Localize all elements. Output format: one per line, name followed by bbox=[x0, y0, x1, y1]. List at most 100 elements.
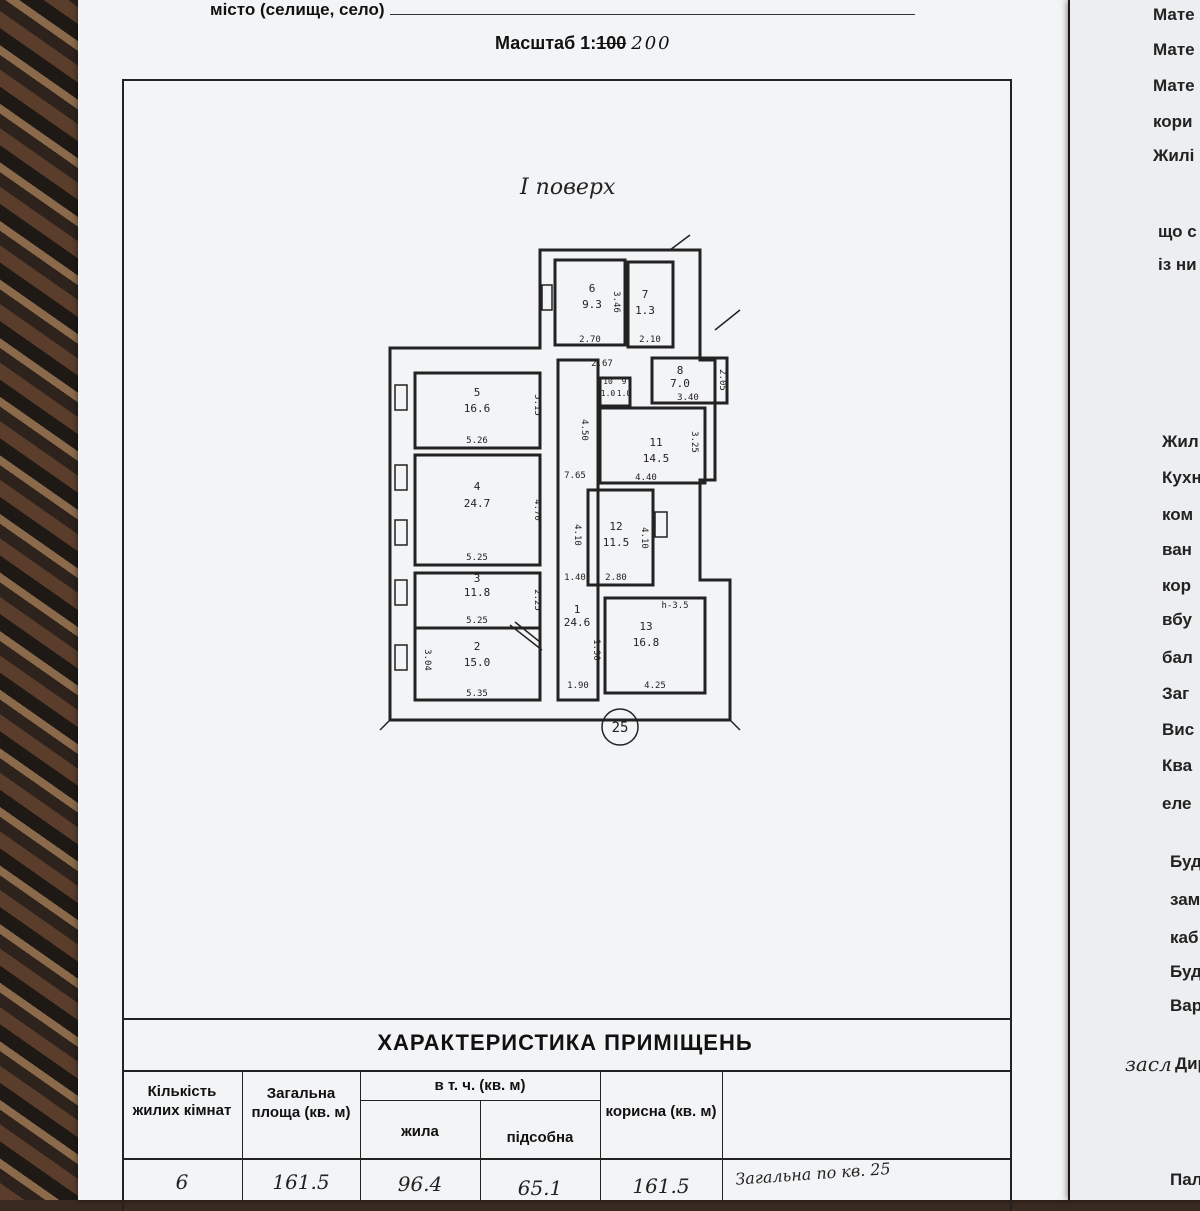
dim-label: 5.15 bbox=[532, 394, 542, 416]
cell-total: 161.5 bbox=[272, 1170, 330, 1194]
room-7-number: 7 bbox=[642, 288, 649, 301]
room-11-number: 11 bbox=[649, 436, 662, 449]
room-2-number: 2 bbox=[474, 640, 481, 653]
adjacent-sheet-line: Мате bbox=[1153, 5, 1195, 24]
dim-label: 4.10 bbox=[639, 527, 649, 549]
room-1-number: 1 bbox=[574, 603, 581, 616]
room-12-number: 12 bbox=[609, 520, 622, 533]
adjacent-sheet-line: Буд bbox=[1170, 962, 1200, 981]
room-5-number: 5 bbox=[474, 386, 481, 399]
cell-useful: 161.5 bbox=[632, 1174, 690, 1198]
dim-label: 3.25 bbox=[689, 431, 699, 453]
adjacent-sheet-line: Вар bbox=[1170, 996, 1200, 1015]
room-2-area: 15.0 bbox=[464, 656, 491, 669]
dim-label: 2.10 bbox=[639, 335, 661, 345]
floor-plan: 5 16.6 4 24.7 3 11.8 2 15.0 1 24.6 6 9.3… bbox=[379, 234, 741, 746]
adjacent-sheet-line: вбу bbox=[1162, 610, 1192, 629]
drawing-frame bbox=[122, 79, 1012, 1211]
table-col-rule bbox=[480, 1100, 481, 1200]
col-header-living: жила bbox=[401, 1123, 439, 1140]
table-col-rule bbox=[722, 1070, 723, 1200]
dim-label: 3.04 bbox=[422, 649, 432, 671]
adjacent-sheet-line: кор bbox=[1162, 576, 1192, 595]
adjacent-sheet-line: каб bbox=[1170, 928, 1199, 947]
dim-label: 5.25 bbox=[466, 616, 488, 626]
dim-label: 4.25 bbox=[644, 681, 666, 691]
signature: засл bbox=[1125, 1052, 1172, 1076]
adjacent-sheet-line: із ни bbox=[1158, 255, 1197, 274]
dim-label: 4.40 bbox=[635, 473, 657, 483]
cell-rooms: 6 bbox=[175, 1170, 189, 1194]
col-header-rooms: Кількість жилих кімнат bbox=[132, 1083, 232, 1119]
room-4-number: 4 bbox=[474, 480, 481, 493]
adjacent-sheet-line: кори bbox=[1153, 112, 1193, 131]
adjacent-sheet-line: Жил bbox=[1162, 432, 1199, 451]
adjacent-sheet-line: Ква bbox=[1162, 756, 1193, 775]
adjacent-sheet-line: Буд bbox=[1170, 852, 1200, 871]
locality-rule bbox=[390, 14, 915, 15]
adjacent-sheet-line: ван bbox=[1162, 540, 1192, 559]
dim-label: 1.40 bbox=[564, 573, 586, 583]
table-col-rule bbox=[360, 1070, 361, 1200]
room-13-area: 16.8 bbox=[633, 636, 660, 649]
room-10-area: 1.0 bbox=[601, 389, 616, 398]
locality-label: місто (селище, село) bbox=[210, 0, 385, 19]
building-number: 25 bbox=[612, 720, 629, 736]
adjacent-sheet-line: Пал bbox=[1170, 1170, 1200, 1189]
col-header-total: Загальна площа (кв. м) bbox=[251, 1085, 351, 1121]
dim-label: 2.67 bbox=[591, 359, 613, 369]
table-col-rule bbox=[242, 1070, 243, 1200]
col-header-incl: в т. ч. (кв. м) bbox=[434, 1077, 526, 1094]
room-1-area: 24.6 bbox=[564, 616, 591, 629]
room-4-area: 24.7 bbox=[464, 497, 491, 510]
table-header-rule bbox=[122, 1070, 1010, 1072]
room-9-number: 9 bbox=[622, 377, 627, 386]
dim-label: 2.70 bbox=[579, 335, 601, 345]
room-13-number: 13 bbox=[639, 620, 652, 633]
dim-label: 3.40 bbox=[677, 393, 699, 403]
dim-label: 5.35 bbox=[466, 689, 488, 699]
dim-label: 5.26 bbox=[466, 436, 488, 446]
adjacent-sheet-line: еле bbox=[1162, 794, 1192, 813]
dim-label: 1.90 bbox=[591, 639, 601, 661]
room-10-number: 10 bbox=[603, 377, 613, 386]
room-12-area: 11.5 bbox=[603, 536, 630, 549]
adjacent-sheet-line: Мате bbox=[1153, 76, 1195, 95]
adjacent-sheet-line: що с bbox=[1158, 222, 1197, 241]
room-8-number: 8 bbox=[677, 364, 684, 377]
adjacent-sheet-line: бал bbox=[1162, 648, 1193, 667]
scale-struck-value: 100 bbox=[596, 33, 627, 53]
adjacent-sheet-line: Мате bbox=[1153, 40, 1195, 59]
adjacent-sheet-line: Дир bbox=[1175, 1054, 1200, 1073]
dim-label: 2.80 bbox=[605, 573, 627, 583]
dim-label: 1.90 bbox=[567, 681, 589, 691]
floor-plan-sheet bbox=[78, 0, 1068, 1200]
table-col-rule bbox=[600, 1070, 601, 1200]
dim-label: 5.25 bbox=[466, 553, 488, 563]
room-8-area: 7.0 bbox=[670, 377, 690, 390]
dim-label: 2.05 bbox=[717, 369, 727, 391]
floor-title: I поверх bbox=[520, 175, 616, 200]
dim-label: 7.65 bbox=[564, 471, 586, 481]
adjacent-sheet-line: Кухн bbox=[1162, 468, 1200, 487]
room-6-number: 6 bbox=[589, 282, 596, 295]
adjacent-sheet-line: Жилі bbox=[1153, 146, 1195, 165]
adjacent-sheet-line: Вис bbox=[1162, 720, 1195, 739]
col-header-useful: корисна (кв. м) bbox=[605, 1103, 717, 1120]
room-3-area: 11.8 bbox=[464, 586, 491, 599]
room-9-area: 1.0 bbox=[617, 389, 632, 398]
dim-label: 4.70 bbox=[532, 499, 542, 521]
dim-label: 4.50 bbox=[579, 419, 589, 441]
dim-label: h-3.5 bbox=[661, 601, 688, 611]
dim-label: 4.10 bbox=[572, 524, 582, 546]
adjacent-sheet-line: зам bbox=[1170, 890, 1200, 909]
scale-prefix: Масштаб 1: bbox=[495, 33, 597, 53]
table-title: ХАРАКТЕРИСТИКА ПРИМІЩЕНЬ bbox=[377, 1030, 753, 1055]
dim-label: 2.25 bbox=[532, 589, 542, 611]
cell-aux: 65.1 bbox=[517, 1176, 563, 1200]
adjacent-sheet-line: Заг bbox=[1162, 684, 1190, 703]
room-5-area: 16.6 bbox=[464, 402, 491, 415]
scale-handwritten-value: 200 bbox=[631, 33, 672, 54]
table-top-rule bbox=[122, 1018, 1010, 1020]
cell-living: 96.4 bbox=[397, 1172, 443, 1196]
